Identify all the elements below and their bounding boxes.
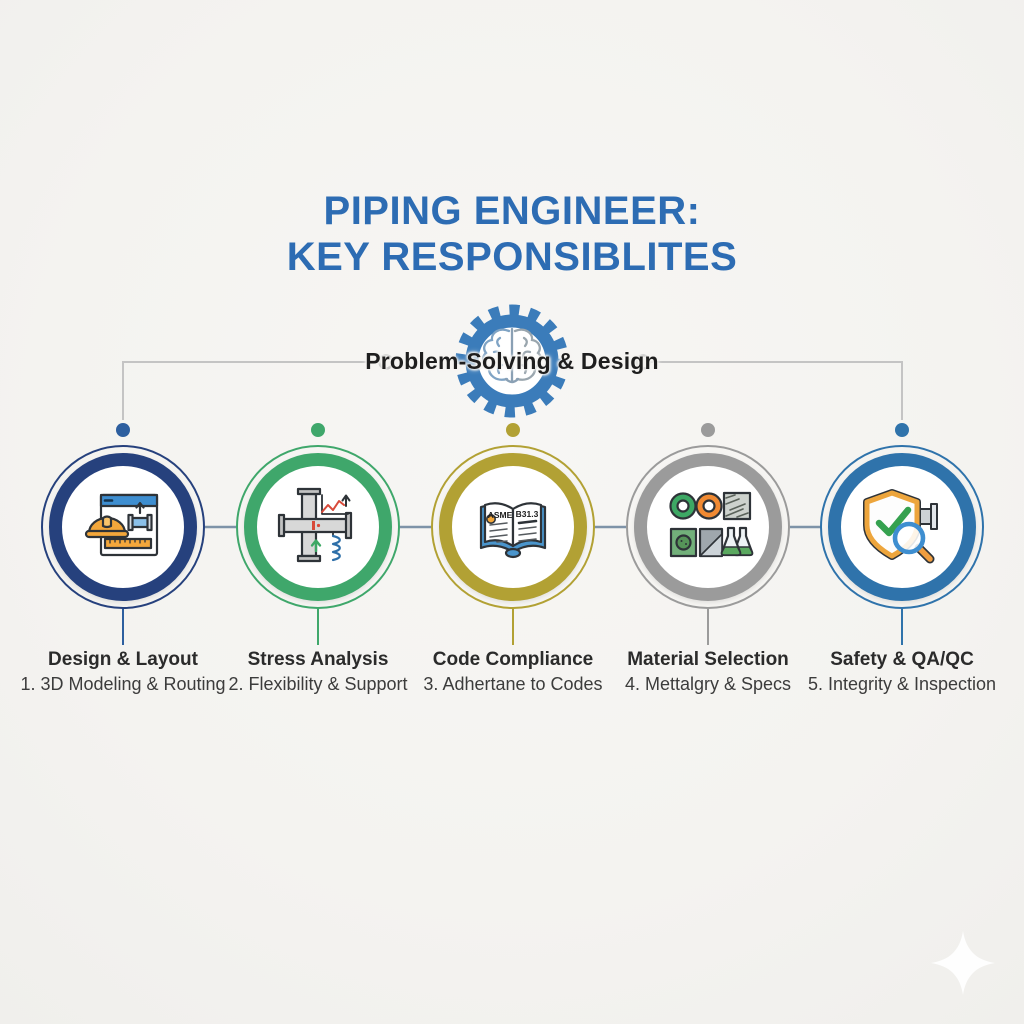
book-text-left: ASME xyxy=(488,510,513,520)
node-stub-3 xyxy=(512,609,514,645)
column-subtitle-2: 2. Flexibility & Support xyxy=(228,674,408,694)
node-stub-4 xyxy=(707,609,709,645)
node-ring-5 xyxy=(828,453,976,601)
material-samples-icon xyxy=(669,491,754,558)
cad-design-icon xyxy=(84,493,159,557)
column-code-compliance: ASME B31.3 Code Compliance 3. Adhertane … xyxy=(398,445,628,697)
column-design-layout: Design & Layout 1. 3D Modeling & Routing xyxy=(8,445,238,697)
column-material-selection: Material Selection 4. Mettalgry & Specs xyxy=(593,445,823,697)
node-stub-1 xyxy=(122,609,124,645)
column-title-4: Material Selection xyxy=(627,649,789,670)
column-title-1: Design & Layout xyxy=(48,649,198,670)
codes-book-icon: ASME B31.3 xyxy=(479,502,547,559)
column-safety-qaqc: Safety & QA/QC 5. Integrity & Inspection xyxy=(787,445,1017,697)
brain-gear-icon xyxy=(455,304,569,418)
shield-inspection-icon xyxy=(863,489,938,564)
node-ring-2 xyxy=(244,453,392,601)
node-ring-1 xyxy=(49,453,197,601)
pipe-stress-icon xyxy=(277,487,353,563)
column-title-3: Code Compliance xyxy=(432,649,594,670)
column-subtitle-4: 4. Mettalgry & Specs xyxy=(624,674,792,694)
page-title: PIPING ENGINEER: KEY RESPONSIBLITES xyxy=(0,188,1024,280)
title-line-1: PIPING ENGINEER: xyxy=(323,189,701,233)
node-dot-3 xyxy=(506,423,520,437)
node-ring-3: ASME B31.3 xyxy=(439,453,587,601)
column-stress-analysis: Stress Analysis 2. Flexibility & Support xyxy=(203,445,433,697)
node-dot-1 xyxy=(116,423,130,437)
node-outer-ring-3: ASME B31.3 xyxy=(431,445,595,609)
node-dot-5 xyxy=(895,423,909,437)
book-text-right: B31.3 xyxy=(516,509,539,519)
node-outer-ring-2 xyxy=(236,445,400,609)
node-stub-2 xyxy=(317,609,319,645)
sparkle-icon xyxy=(931,931,995,995)
column-subtitle-3: 3. Adhertane to Codes xyxy=(423,674,603,694)
node-outer-ring-1 xyxy=(41,445,205,609)
title-line-2: KEY RESPONSIBLITES xyxy=(286,235,738,279)
column-subtitle-5: 5. Integrity & Inspection xyxy=(807,674,997,694)
column-title-2: Stress Analysis xyxy=(247,649,389,670)
node-dot-2 xyxy=(311,423,325,437)
center-node-label: Problem-Solving & Design xyxy=(365,348,659,374)
column-subtitle-1: 1. 3D Modeling & Routing xyxy=(20,674,226,694)
node-outer-ring-4 xyxy=(626,445,790,609)
node-stub-5 xyxy=(901,609,903,645)
column-title-5: Safety & QA/QC xyxy=(830,649,974,670)
node-ring-4 xyxy=(634,453,782,601)
node-dot-4 xyxy=(701,423,715,437)
node-outer-ring-5 xyxy=(820,445,984,609)
